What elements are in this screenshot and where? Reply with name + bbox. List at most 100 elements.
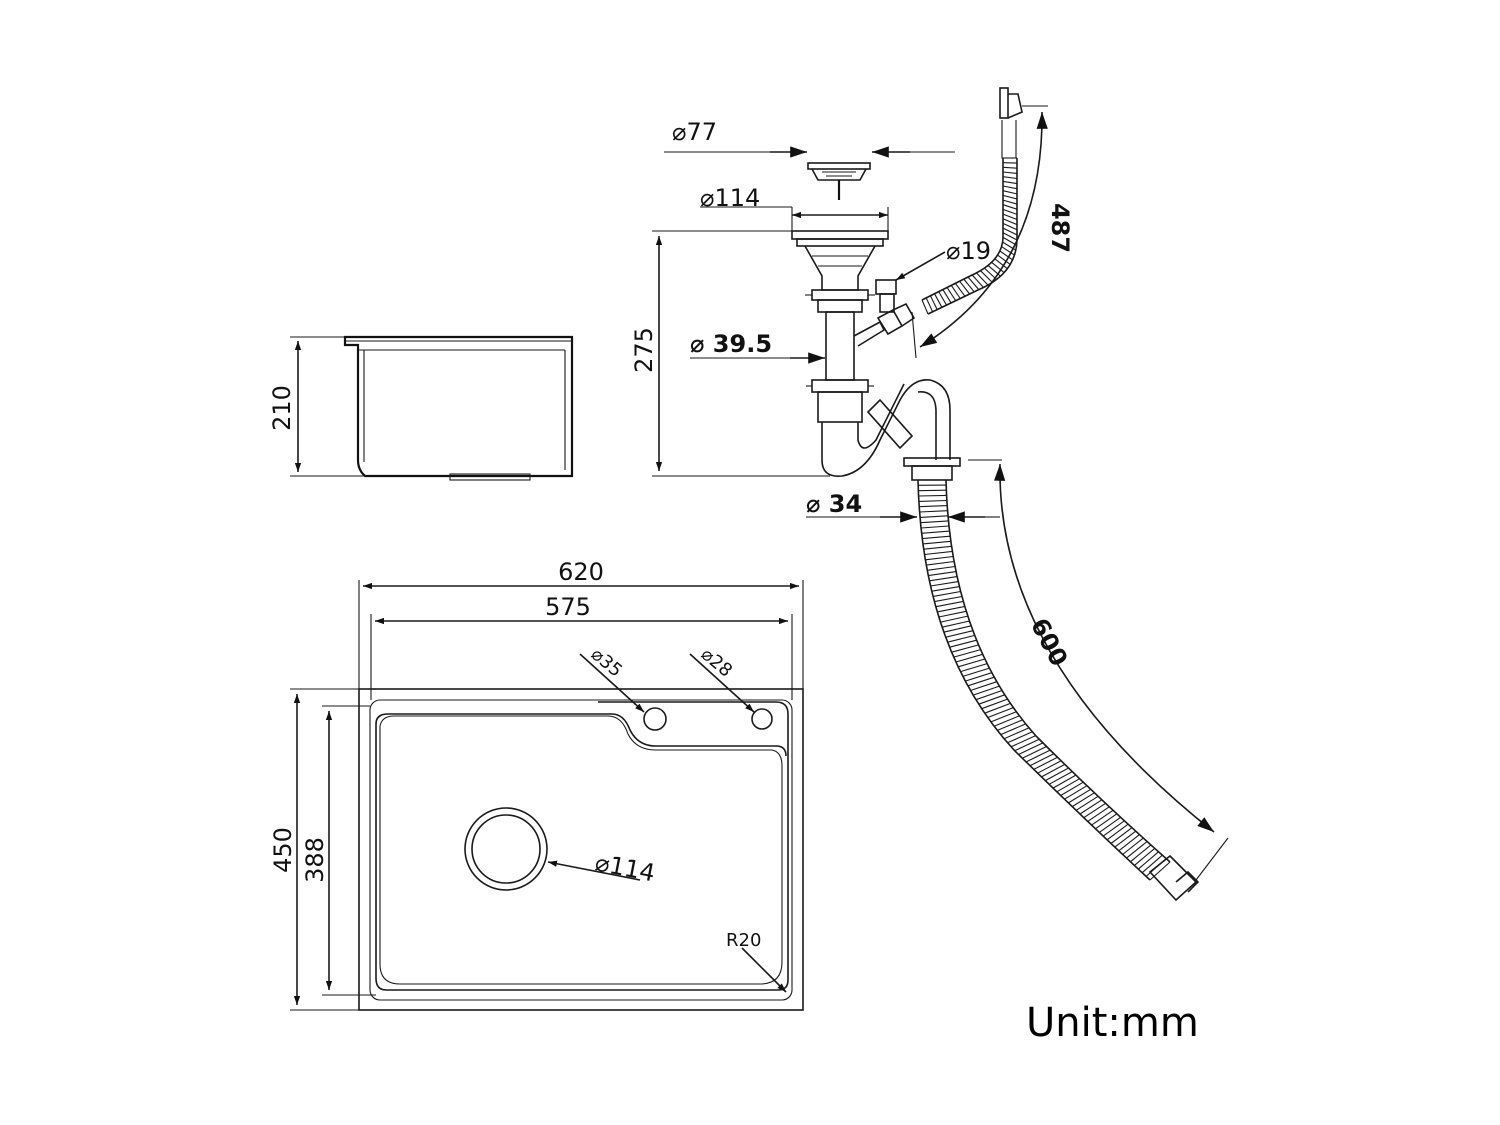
overflow-hose-rib (1002, 213, 1018, 221)
overflow-hose-rib (976, 272, 989, 286)
overflow-hose-rib (1002, 190, 1018, 195)
hole-dimensions: ⌀35 ⌀28 ⌀114 R20 (547, 644, 787, 993)
bowl-side-view (343, 335, 574, 481)
drain-hose-rib (1022, 746, 1047, 759)
overflow-hose-rib (967, 276, 980, 290)
outlet-diameter-label: ⌀ 34 (806, 490, 862, 518)
drain-hose-rib (1149, 861, 1171, 881)
drain-hose-rib (930, 581, 959, 587)
drain-hose-rib (1102, 820, 1125, 837)
drain-hose-rib (940, 615, 968, 623)
drain-hose-rib (949, 639, 977, 648)
drain-hose-rib (922, 535, 951, 540)
overflow-hose-rib (959, 280, 971, 295)
drain-hose-rib (1025, 749, 1051, 763)
drain-hose-rib (938, 610, 967, 618)
flange-diameter-dimension: ⌀114 (700, 184, 889, 231)
overflow-hose-rib (925, 297, 934, 313)
drain-hose-rib (955, 653, 983, 663)
overflow-hose-rib (921, 299, 929, 315)
drain-hose-rib (935, 600, 964, 608)
inner-width-label: 575 (545, 593, 591, 621)
overflow-hose-rib (987, 264, 1001, 277)
drain-hose-rib (918, 499, 947, 502)
drain-hose-rib (931, 586, 960, 592)
drain-hose-rib (919, 510, 948, 513)
drain-hose-rib (1060, 781, 1084, 796)
drain-hose-rib (919, 505, 948, 508)
drain-hose-rib (1000, 723, 1026, 736)
accessory-hole-label: ⌀28 (697, 644, 736, 682)
overflow-length-dimension: 487 (911, 105, 1074, 359)
drain-hose-rib (973, 685, 1000, 696)
overflow-hose-rib (1002, 204, 1018, 210)
drain-hose-rib (1052, 774, 1077, 789)
sink-width-dimensions: 620 575 (358, 558, 804, 700)
drain-hose-rib (922, 540, 951, 545)
bowl-depth-dimension: 210 (268, 336, 365, 477)
drain-hose-rib (1091, 809, 1114, 826)
drain-hose-rib (1064, 785, 1088, 800)
drain-hose-rib (943, 625, 972, 633)
drain-hose-corrugation (918, 479, 1171, 881)
drain-height-dimension: 275 (630, 230, 830, 477)
drain-hose-rib (947, 634, 975, 643)
drain-hose-rib (993, 715, 1020, 727)
drain-hose-rib (975, 689, 1003, 701)
drain-hose-rib (927, 565, 956, 571)
drain-hose-rib (1045, 767, 1069, 782)
drain-hose-rib (941, 620, 970, 628)
drain-hose-rib (965, 672, 992, 682)
drain-hose-rib (1041, 763, 1066, 778)
drain-hose-rib (1095, 813, 1118, 830)
drain-hose-rib (1087, 806, 1110, 822)
drain-hose-rib (1118, 834, 1140, 852)
drain-hose-length-dimension: 600 (968, 459, 1229, 881)
sink-top-view (358, 688, 804, 1011)
drain-hose-rib (951, 644, 979, 653)
overflow-length-label: 487 (1046, 203, 1074, 253)
flange-diameter-label: ⌀114 (700, 184, 760, 212)
drain-hose-rib (1033, 756, 1058, 770)
drain-hose-rib (1079, 799, 1103, 815)
overflow-hose-rib (1002, 171, 1018, 174)
overflow-hose-rib (1002, 199, 1018, 205)
drain-hose-rib (1014, 738, 1040, 752)
overflow-hose-rib (1002, 218, 1018, 226)
drain-hose-rib (1126, 841, 1148, 859)
drain-hose-rib (997, 719, 1023, 731)
drain-hose-rib (928, 571, 957, 577)
drain-hose-rib (925, 555, 954, 561)
unit-label: Unit:mm (1026, 1000, 1199, 1046)
overflow-hose-rib (1002, 194, 1018, 200)
strainer-top-diameter-dimension: ⌀77 (664, 118, 955, 158)
overflow-hose-rib (980, 270, 993, 283)
drain-hose-length-label: 600 (1025, 614, 1073, 671)
drain-hose-rib (1141, 854, 1163, 874)
drain-hose-rib (1083, 802, 1106, 819)
drain-hose-rib (1122, 837, 1144, 855)
drain-hose-rib (926, 560, 955, 566)
drain-hose-rib (933, 590, 961, 597)
drain-hose-rib (967, 676, 995, 687)
overflow-diameter-label: ⌀19 (946, 237, 991, 265)
drain-hose-rib (921, 530, 950, 534)
drain-hose-rib (923, 545, 952, 550)
drain-hose-rib (978, 694, 1005, 705)
drain-body (791, 230, 961, 481)
drain-hose-rib (945, 630, 974, 638)
overflow-hose-rib (1002, 176, 1018, 180)
drain-hole-label: ⌀114 (593, 848, 658, 887)
drain-hose-rib (929, 576, 958, 582)
drain-hose-rib (962, 667, 990, 677)
drain-hose-rib (984, 702, 1011, 714)
corner-radius-label: R20 (726, 930, 761, 951)
drain-hose (917, 479, 1200, 902)
overflow-hose-rib (971, 274, 984, 288)
drain-hose-rib (918, 494, 947, 497)
overflow-hose-rib (1002, 180, 1018, 185)
drain-hose-rib (1114, 830, 1137, 848)
drain-hose-rib (1048, 771, 1073, 785)
drain-hose-rib (1071, 792, 1095, 808)
